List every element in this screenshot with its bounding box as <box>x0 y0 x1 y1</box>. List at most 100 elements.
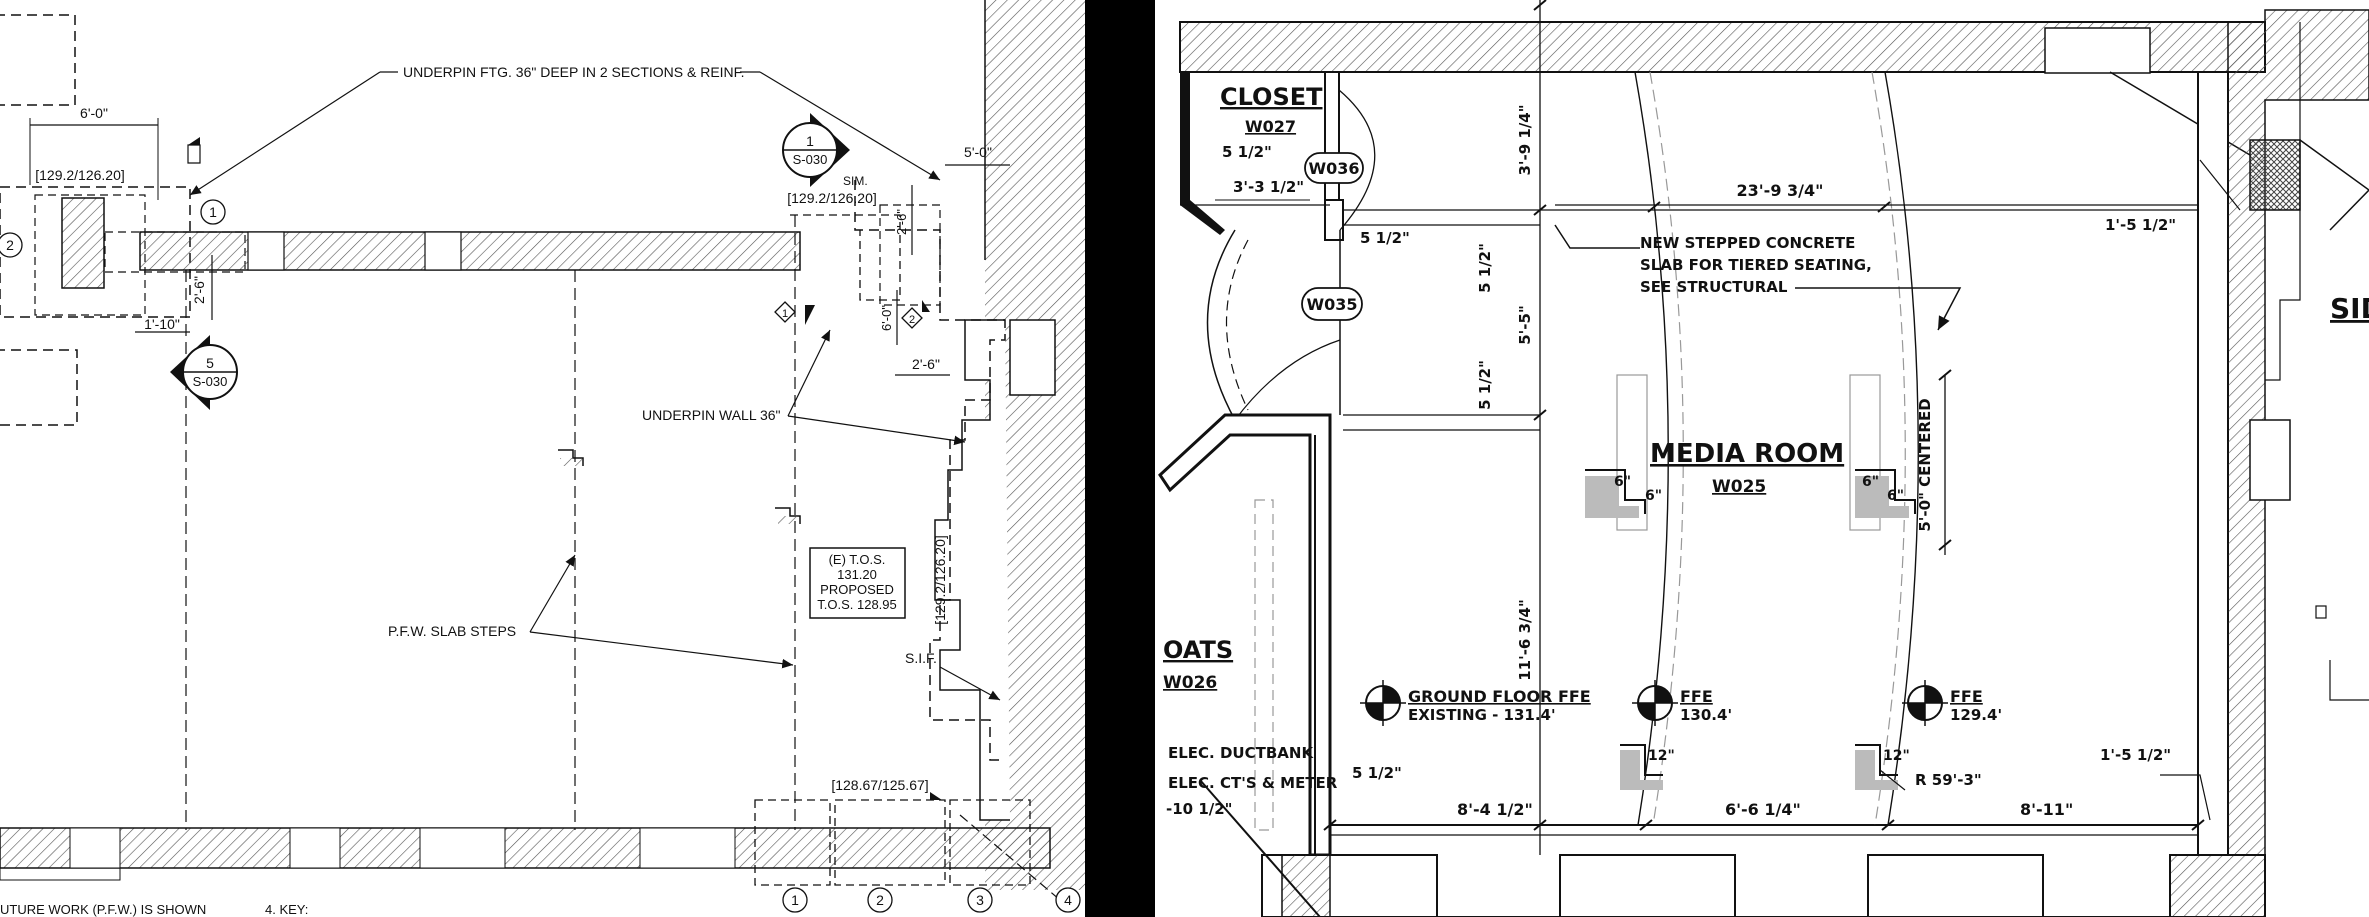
panel-divider <box>1085 0 1155 917</box>
diamond-tag: 2 <box>901 300 930 329</box>
top-wall-opening <box>2044 27 2151 74</box>
step-section-6 <box>1585 469 1646 518</box>
room-number-media: W025 <box>1712 477 1766 497</box>
note-sif: S.I.F. <box>905 650 937 666</box>
dim-12-b: 12" <box>1883 748 1910 764</box>
tos-line-3: PROPOSED <box>820 582 894 597</box>
architectural-plan-panel: CLOSET W027 MEDIA ROOM W025 OATS W026 SI… <box>1155 0 2369 917</box>
dim-6-0-vertical: 6'-0" <box>879 305 894 331</box>
section-1-sheet: S-030 <box>793 152 828 167</box>
note-sim: SIM. <box>843 174 868 188</box>
grid-tag: 3 <box>967 887 993 913</box>
dim-5-half-a: 5 1/2" <box>1222 143 1272 161</box>
seating-tier-line <box>1884 71 1919 826</box>
ffe-ground-line-1: GROUND FLOOR FFE <box>1408 687 1591 706</box>
section-1-number: 1 <box>806 133 814 149</box>
svg-text:1: 1 <box>209 204 217 220</box>
dim-8-11: 8'-11" <box>2020 800 2073 819</box>
section-marker-5: 5 S-030 <box>170 335 238 410</box>
step-section-12 <box>1855 744 1898 790</box>
grid-tag: 4 <box>1055 887 1081 913</box>
bottom-wall-pier <box>1559 854 1736 917</box>
section-5-number: 5 <box>206 355 214 371</box>
dim-8-4-half: 8'-4 1/2" <box>1457 800 1533 819</box>
dim-10-half: -10 1/2" <box>1166 800 1233 818</box>
dim-23-9-three-quarter: 23'-9 3/4" <box>1737 181 1824 200</box>
dim-2-6-left: 2'-6" <box>191 276 207 304</box>
note-slab-line-3: SEE STRUCTURAL <box>1640 278 1788 296</box>
dim-5-half-v1: 5 1/2" <box>1476 243 1494 293</box>
dashed-footing <box>0 349 78 426</box>
section-marker-1: 1 S-030 SIM. <box>782 113 868 188</box>
door-tag-w036: W036 <box>1304 152 1364 184</box>
dim-5-5: 5'-5" <box>1516 305 1534 345</box>
structural-plan-panel: 6'-0" 5'-0" 2'-6" 1'-10" 2'-6" 6'-0" 2'-… <box>0 0 1085 917</box>
dim-12-a: 12" <box>1648 748 1675 764</box>
note-cts-meter: ELEC. CT'S & METER <box>1168 774 1338 792</box>
elev-vertical: [129.2/126.20] <box>932 535 948 625</box>
dim-1-5-half-bottom: 1'-5 1/2" <box>2100 746 2171 764</box>
dim-5-0: 5'-0" <box>964 144 992 160</box>
room-label-closet: CLOSET <box>1220 83 1323 111</box>
svg-text:2: 2 <box>876 892 884 908</box>
ffe-right-label: FFE <box>1950 687 1983 706</box>
note-slab-line-1: NEW STEPPED CONCRETE <box>1640 234 1855 252</box>
tos-line-2: 131.20 <box>837 567 877 582</box>
note-ductbank: ELEC. DUCTBANK <box>1168 744 1314 762</box>
diamond-tag: 1 <box>774 301 815 325</box>
svg-text:W036: W036 <box>1308 159 1359 178</box>
grid-tag: 1 <box>200 199 226 225</box>
elev-left: [129.2/126.20] <box>35 167 125 183</box>
ffe-mid-label: FFE <box>1680 687 1713 706</box>
ffe-right-value: 129.4' <box>1950 706 2002 724</box>
dim-2-6-right-vertical: 2'-6" <box>894 209 909 235</box>
room-number-closet: W027 <box>1245 117 1296 136</box>
dim-2-6-horizontal: 2'-6" <box>912 356 940 372</box>
dim-1-5-half-top: 1'-5 1/2" <box>2105 216 2176 234</box>
bottom-foundation-wall <box>0 827 1051 869</box>
ffe-target-ground <box>1360 680 1406 726</box>
ffe-target-mid <box>1632 680 1678 726</box>
grid-tag: 1 <box>782 887 808 913</box>
svg-text:1: 1 <box>782 308 788 320</box>
dim-6-6-quarter: 6'-6 1/4" <box>1725 800 1801 819</box>
room-label-side: SID <box>2330 292 2369 325</box>
dim-6-a: 6" <box>1614 474 1631 490</box>
note-underpin-footing: UNDERPIN FTG. 36" DEEP IN 2 SECTIONS & R… <box>403 64 745 80</box>
svg-text:1: 1 <box>791 892 799 908</box>
elev-top-right: [129.2/126.20] <box>787 190 877 206</box>
elev-bottom: [128.67/125.67] <box>831 777 928 793</box>
dim-6-d: 6" <box>1887 488 1904 504</box>
section-5-sheet: S-030 <box>193 374 228 389</box>
room-label-media: MEDIA ROOM <box>1650 439 1844 469</box>
ffe-target-right <box>1902 680 1948 726</box>
note-future-work: UTURE WORK (P.F.W.) IS SHOWN <box>0 902 206 917</box>
dim-6-b: 6" <box>1645 488 1662 504</box>
grid-tag: 2 <box>0 232 23 258</box>
dim-6-c: 6" <box>1862 474 1879 490</box>
note-centered: 5'-0" CENTERED <box>1916 398 1934 531</box>
note-underpin-wall: UNDERPIN WALL 36" <box>642 407 781 423</box>
dim-3-9-quarter: 3'-9 1/4" <box>1516 104 1534 175</box>
note-radius: R 59'-3" <box>1915 771 1982 789</box>
door-tag-w035: W035 <box>1301 287 1363 321</box>
svg-text:3: 3 <box>976 892 984 908</box>
note-pfw-slab-steps: P.F.W. SLAB STEPS <box>388 623 516 639</box>
ffe-mid-value: 130.4' <box>1680 706 1732 724</box>
tos-line-4: T.O.S. 128.95 <box>817 597 897 612</box>
note-slab-line-2: SLAB FOR TIERED SEATING, <box>1640 256 1872 274</box>
bottom-wall-pier <box>2169 854 2266 917</box>
ffe-ground-line-2: EXISTING - 131.4' <box>1408 706 1556 724</box>
bottom-wall-pier <box>1867 854 2044 917</box>
grid-tag: 2 <box>867 887 893 913</box>
step-section-12 <box>1620 744 1663 790</box>
top-foundation-wall <box>139 231 801 271</box>
step-section-6 <box>1855 469 1916 518</box>
note-key: 4. KEY: <box>265 902 308 917</box>
svg-text:4: 4 <box>1064 892 1072 908</box>
dashed-footing <box>0 14 76 106</box>
dim-1-10: 1'-10" <box>144 316 180 332</box>
dim-5-half-bottom: 5 1/2" <box>1352 764 1402 782</box>
svg-text:2: 2 <box>6 237 14 253</box>
